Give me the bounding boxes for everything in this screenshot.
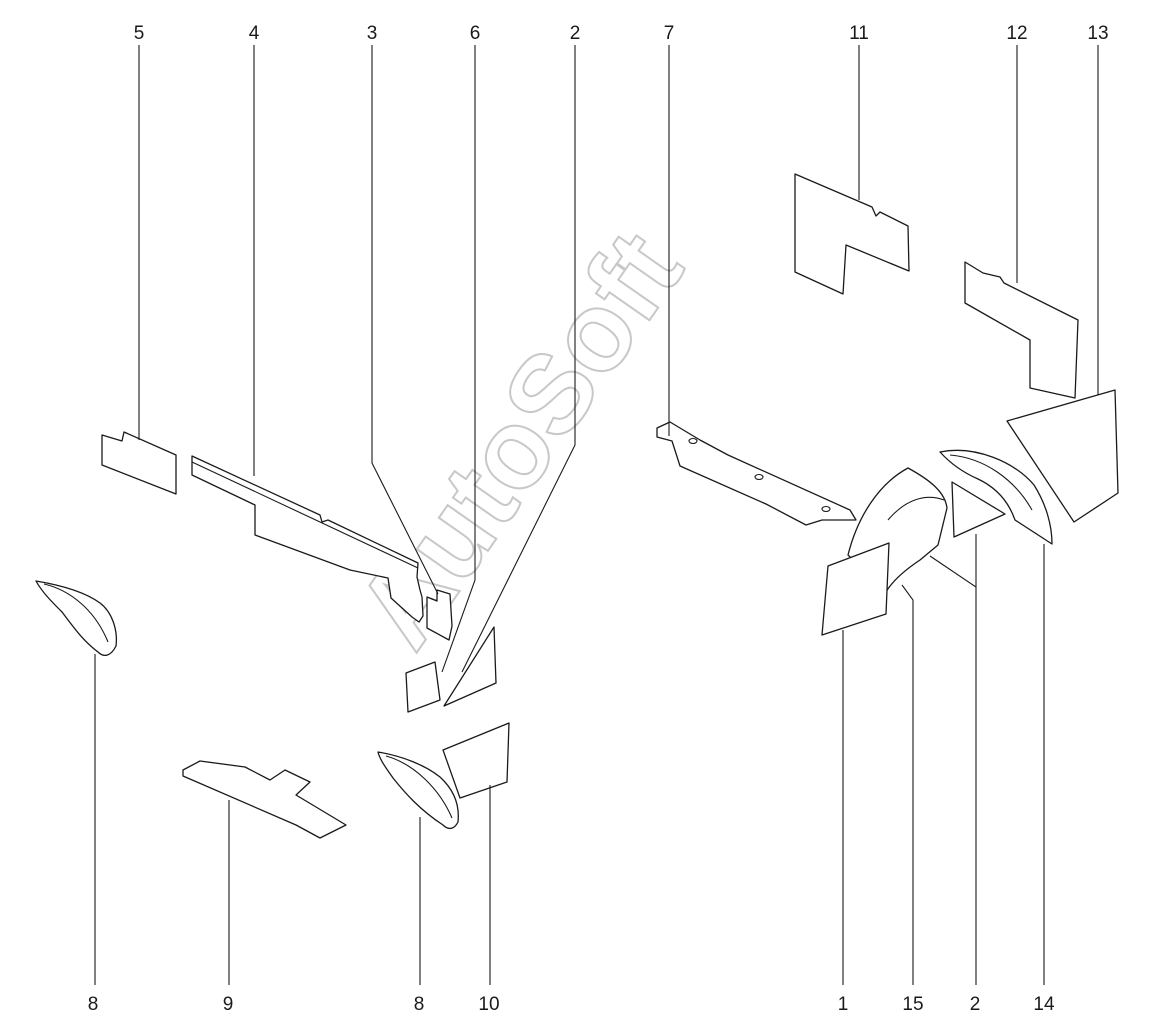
- callouts-bottom: 8 9 8 10 1 15 2 14: [88, 994, 1055, 1015]
- leader-lines-bottom: [94, 534, 1045, 985]
- part-12: [964, 261, 1079, 399]
- callout-13: 13: [1087, 23, 1108, 44]
- part-3: [426, 589, 453, 641]
- leader-lines-top: [138, 45, 1099, 673]
- callout-2: 2: [970, 994, 981, 1015]
- callout-9: 9: [223, 994, 234, 1015]
- part-6: [405, 661, 441, 713]
- part-4: [191, 455, 424, 623]
- callout-8: 8: [414, 994, 425, 1015]
- callout-3: 3: [367, 23, 378, 44]
- part-14: [939, 449, 1053, 545]
- callout-15: 15: [902, 994, 923, 1015]
- part-10: [442, 722, 510, 799]
- part-8-left: [35, 580, 118, 657]
- callout-10: 10: [478, 994, 499, 1015]
- callout-14: 14: [1033, 994, 1055, 1015]
- part-1: [821, 542, 890, 636]
- part-13: [1006, 389, 1119, 523]
- callout-5: 5: [134, 23, 145, 44]
- callout-11: 11: [849, 23, 869, 44]
- callout-4: 4: [249, 23, 260, 44]
- callout-12: 12: [1006, 23, 1027, 44]
- callout-1: 1: [838, 994, 849, 1015]
- callout-6: 6: [470, 23, 481, 44]
- callout-2: 2: [570, 23, 581, 44]
- callout-7: 7: [664, 23, 675, 44]
- part-5: [101, 431, 177, 495]
- callouts-top: 5 4 3 6 2 7 11 12 13: [134, 23, 1109, 44]
- part-11: [794, 173, 910, 295]
- callout-8: 8: [88, 994, 99, 1015]
- part-7: [656, 421, 857, 526]
- part-2-left: [443, 626, 497, 707]
- part-9: [182, 760, 347, 839]
- watermark: AutoSoft: [332, 210, 706, 669]
- part-8-middle: [377, 751, 459, 830]
- part-2-right: [951, 481, 1006, 538]
